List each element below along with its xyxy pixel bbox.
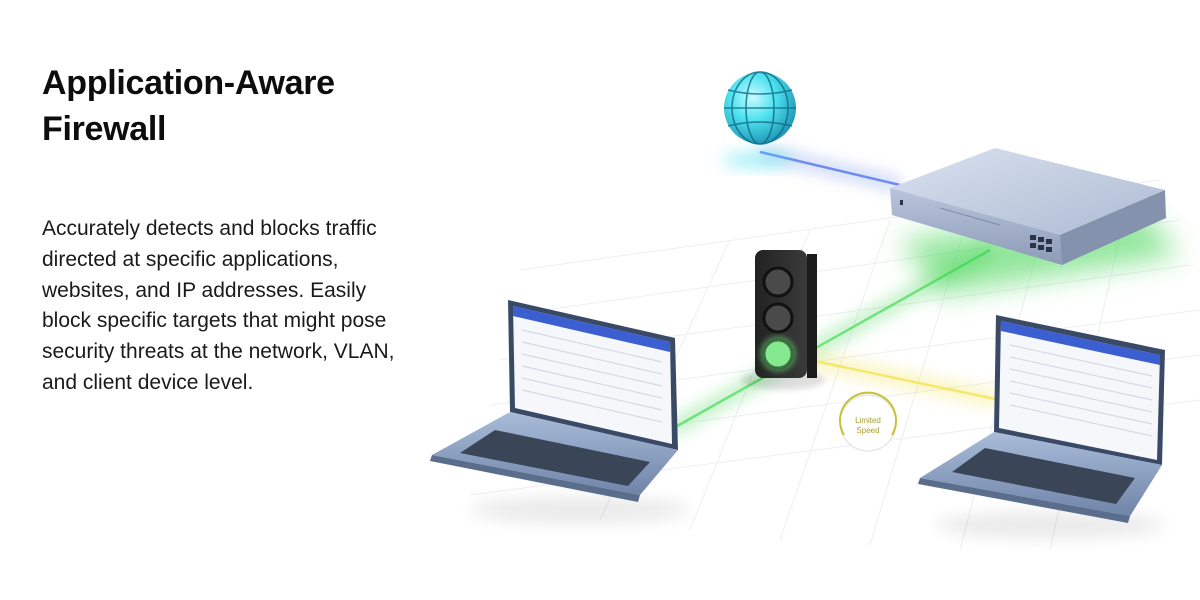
left-laptop-icon bbox=[430, 300, 690, 524]
badge-label-line-1: Limited bbox=[855, 416, 881, 425]
page-title: Application-Aware Firewall bbox=[42, 60, 412, 152]
network-illustration: Limited Speed bbox=[400, 40, 1200, 560]
traffic-light-icon bbox=[741, 250, 825, 390]
title-line-1: Application-Aware bbox=[42, 64, 335, 102]
badge-label-line-2: Speed bbox=[856, 426, 879, 435]
illustration-svg: Limited Speed bbox=[430, 71, 1200, 551]
feature-text-panel: Application-Aware Firewall Accurately de… bbox=[42, 60, 412, 399]
limited-link bbox=[798, 352, 1002, 406]
limited-speed-badge: Limited Speed bbox=[839, 391, 897, 452]
network-switch-icon bbox=[890, 148, 1180, 295]
globe-icon bbox=[722, 71, 796, 168]
title-line-2: Firewall bbox=[42, 110, 167, 148]
feature-description: Accurately detects and blocks traffic di… bbox=[42, 217, 395, 394]
right-laptop-icon bbox=[918, 315, 1165, 539]
